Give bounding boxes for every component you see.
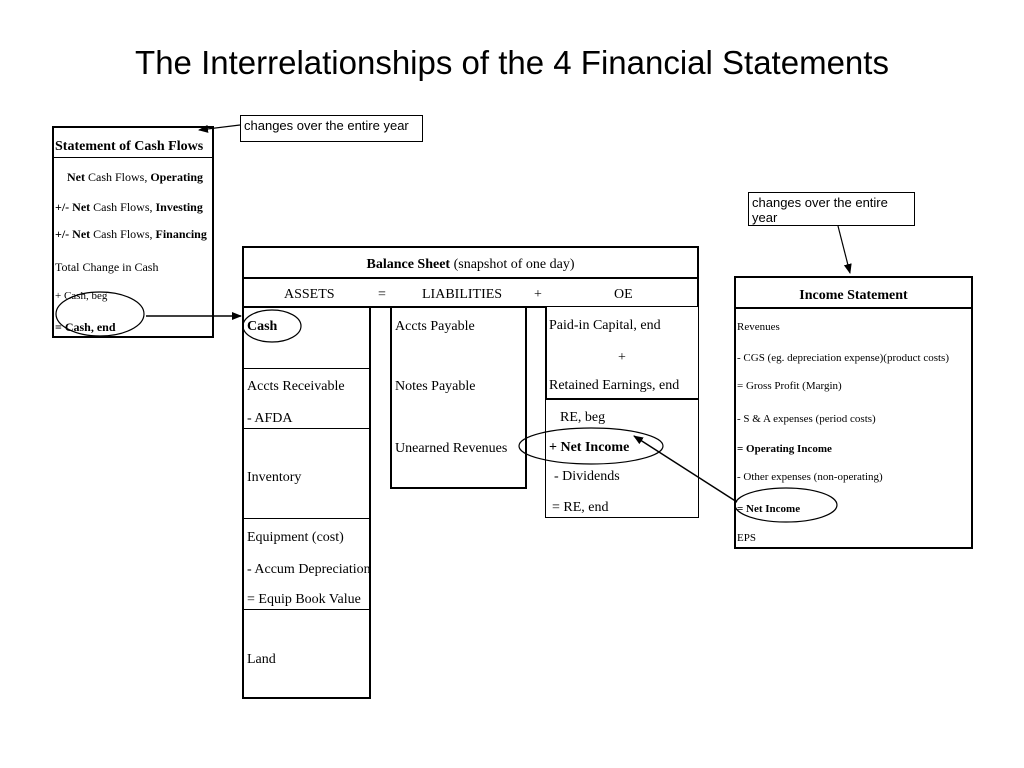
is-other-expenses: - Other expenses (non-operating) — [737, 471, 883, 483]
oe-plus: + — [618, 350, 626, 365]
cash-flow-callout: changes over the entire year — [240, 115, 423, 142]
total-change-in-cash: Total Change in Cash — [55, 260, 159, 274]
oe-re-end: = RE, end — [552, 500, 609, 515]
oe-retained-earnings: Retained Earnings, end — [549, 378, 680, 393]
assets-column: Cash Accts Receivable - AFDA Inventory E… — [242, 306, 371, 699]
income-statement-title: Income Statement — [799, 288, 908, 303]
financing-cash-flows: +/- Net Cash Flows, Financing — [55, 227, 207, 241]
asset-inventory: Inventory — [247, 470, 302, 485]
income-callout-text: changes over the entire year — [752, 195, 888, 225]
asset-accum-depreciation: - Accum Depreciation — [247, 562, 371, 577]
oe-header: OE — [614, 287, 633, 302]
income-callout-arrow — [837, 225, 852, 274]
asset-equipment: Equipment (cost) — [247, 530, 344, 545]
assets-divider-2 — [244, 428, 369, 429]
cash-beg: + Cash, beg — [55, 290, 108, 302]
liability-notes-payable: Notes Payable — [395, 379, 476, 394]
is-revenues: Revenues — [737, 321, 780, 333]
plus-sign: + — [534, 287, 542, 302]
asset-land: Land — [247, 652, 276, 667]
cash-flows-statement: Statement of Cash Flows Net Cash Flows, … — [52, 126, 214, 338]
is-operating-income: = Operating Income — [737, 443, 832, 455]
assets-divider-3 — [244, 518, 369, 519]
asset-accts-receivable: Accts Receivable — [247, 379, 345, 394]
is-sa-expenses: - S & A expenses (period costs) — [737, 413, 876, 425]
oe-paid-in-capital: Paid-in Capital, end — [549, 318, 661, 333]
assets-divider-1 — [244, 368, 369, 369]
income-statement-title-divider — [736, 307, 971, 309]
balance-sheet-header-divider — [244, 277, 697, 279]
asset-afda: - AFDA — [247, 411, 293, 426]
liabilities-header: LIABILITIES — [422, 287, 503, 302]
equals-sign: = — [378, 287, 386, 302]
balance-sheet-title: Balance Sheet (snapshot of one day) — [366, 257, 575, 272]
slide-title: The Interrelationships of the 4 Financia… — [135, 44, 889, 81]
asset-cash: Cash — [247, 319, 278, 334]
assets-header: ASSETS — [284, 287, 335, 302]
income-statement: Income Statement Revenues - CGS (eg. dep… — [734, 276, 973, 549]
cash-end-ellipse — [55, 291, 145, 337]
balance-sheet-header: Balance Sheet (snapshot of one day) ASSE… — [242, 246, 699, 308]
is-net-income-ellipse — [734, 487, 838, 523]
assets-divider-4 — [244, 609, 369, 610]
operating-cash-flows: Net Cash Flows, Operating — [67, 170, 204, 184]
bs-cash-ellipse — [242, 309, 302, 343]
cash-flow-callout-text: changes over the entire year — [244, 118, 409, 133]
oe-net-income-ellipse — [518, 427, 664, 465]
is-cgs: - CGS (eg. depreciation expense)(product… — [737, 352, 949, 364]
asset-equip-book-value: = Equip Book Value — [247, 592, 361, 607]
oe-divider — [545, 398, 699, 400]
net-income-to-re-arrow — [633, 435, 738, 503]
cash-callout-arrow — [198, 124, 241, 133]
liability-accts-payable: Accts Payable — [395, 319, 475, 334]
oe-re-beg: RE, beg — [560, 410, 606, 425]
oe-dividends: - Dividends — [554, 469, 620, 484]
oe-left-border-bold — [545, 307, 547, 400]
liability-unearned-revenues: Unearned Revenues — [395, 441, 508, 456]
investing-cash-flows: +/- Net Cash Flows, Investing — [55, 200, 203, 214]
liabilities-column: Accts Payable Notes Payable Unearned Rev… — [390, 306, 527, 489]
cash-flows-title: Statement of Cash Flows — [55, 139, 204, 154]
income-callout: changes over the entire year — [748, 192, 915, 226]
is-gross-profit: = Gross Profit (Margin) — [737, 380, 842, 392]
is-eps: EPS — [737, 532, 756, 544]
oe-net-income: + Net Income — [549, 440, 630, 455]
cash-flows-title-divider — [54, 157, 212, 158]
is-net-income: = Net Income — [737, 503, 801, 515]
oe-column: Paid-in Capital, end + Retained Earnings… — [545, 306, 699, 518]
